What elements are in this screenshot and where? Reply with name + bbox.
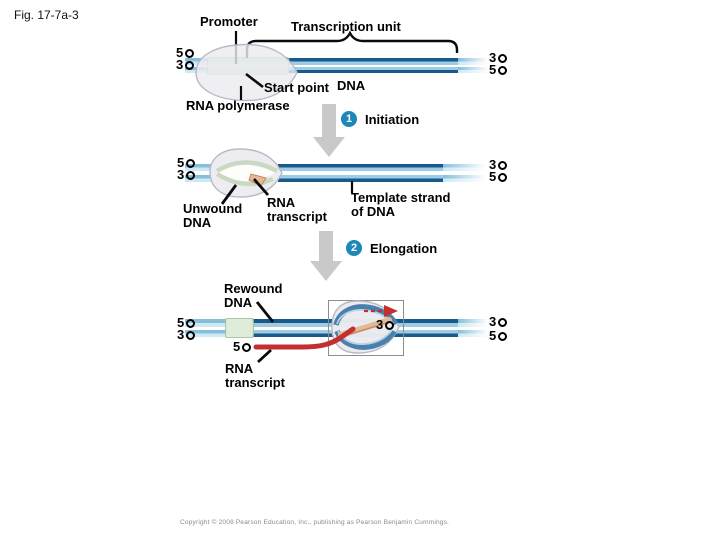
start-point-pointer-line [245,72,264,89]
rna-polymerase-label: RNA polymerase [186,98,290,113]
dna-end-digit: 3 [489,314,497,329]
unwound-dna-pointer-line [220,184,238,205]
rna-transcript-label-3: RNA transcript [225,361,285,390]
unwound-strand-top [215,160,279,173]
dna-end-3prime: 3 [177,327,195,342]
prime-icon [185,158,195,168]
dna-end-3prime: 3 [489,157,507,172]
dna-end-digit: 3 [489,157,497,172]
polymerase-direction-arrow-head [384,305,398,317]
promoter-region-rewound [225,318,254,338]
transcription-unit-label: Transcription unit [291,19,401,34]
step-arrow-2 [310,231,342,281]
rna-transcript-pointer-line-2 [252,178,270,196]
promoter-label: Promoter [200,14,258,29]
detail-box [328,300,404,356]
dna-end-cap-right [458,58,490,73]
prime-icon [185,318,195,328]
dna-end-cap-right [443,164,488,182]
dna-end-digit: 5 [177,155,185,170]
transcription-unit-brace [245,30,459,58]
dna-end-digit: 3 [489,50,497,65]
step-1-badge: 1 [341,111,357,127]
start-point-label: Start point [264,80,329,95]
prime-icon [241,342,251,352]
rna-5prime-end: 5 [233,339,251,354]
template-strand-label: Template strand of DNA [351,190,451,219]
prime-icon [185,170,195,180]
dna-end-cap-left [185,164,212,182]
dna-end-digit: 3 [376,317,384,332]
dna-end-5prime: 5 [176,45,194,60]
rna-polymerase-blob-1 [195,43,298,102]
dna-strand-top [278,164,443,171]
dna-band-2 [185,164,490,182]
dna-end-digit: 5 [177,315,185,330]
dna-end-cap-right [458,319,490,337]
dna-end-5prime: 5 [489,328,507,343]
prime-icon [185,330,195,340]
dna-end-5prime: 5 [489,62,507,77]
dna-end-digit: 3 [177,167,185,182]
step-2-label: Elongation [370,241,438,256]
dna-end-digit: 5 [176,45,184,60]
dna-end-digit: 5 [489,169,497,184]
rna-transcript-pointer-line-3 [257,348,272,364]
dna-strand-bottom [278,175,443,182]
dna-loop-top [333,304,399,326]
prime-icon [497,331,507,341]
rewound-dna-label: Rewound DNA [224,281,283,310]
dna-end-3prime: 3 [177,167,195,182]
prime-icon [184,60,194,70]
rna-transcript-label-2: RNA transcript [267,195,327,224]
prime-icon [497,65,507,75]
dna-end-cap-left [185,319,227,337]
unwound-strand-bottom [215,172,274,187]
dna-end-3prime: 3 [489,50,507,65]
dna-strand-top [207,58,458,65]
dna-end-digit: 3 [177,327,185,342]
dna-end-5prime: 5 [177,155,195,170]
dna-end-digit: 5 [489,62,497,77]
copyright-text: Copyright © 2008 Pearson Education, Inc.… [180,519,450,526]
step-1-label: Initiation [365,112,420,127]
prime-icon [497,53,507,63]
dna-label: DNA [337,78,366,93]
step-2-badge: 2 [346,240,362,256]
dna-3prime-in-bubble: 3 [376,317,394,332]
dna-end-digit: 3 [176,57,184,72]
prime-icon [497,160,507,170]
dna-strand-bottom [207,66,458,73]
unwound-dna-label: Unwound DNA [183,201,243,230]
prime-icon [497,172,507,182]
dna-end-3prime: 3 [489,314,507,329]
prime-icon [384,320,394,330]
dna-end-digit: 5 [489,328,497,343]
rna-transcript-strand [253,326,356,350]
prime-icon [497,317,507,327]
dna-end-3prime: 3 [176,57,194,72]
dna-end-5prime: 5 [489,169,507,184]
dna-end-digit: 5 [233,339,241,354]
step-arrow-1 [313,104,345,157]
figure-number: Fig. 17-7a-3 [14,8,79,22]
dna-end-5prime: 5 [177,315,195,330]
rewound-dna-pointer-line [255,301,275,323]
prime-icon [184,48,194,58]
